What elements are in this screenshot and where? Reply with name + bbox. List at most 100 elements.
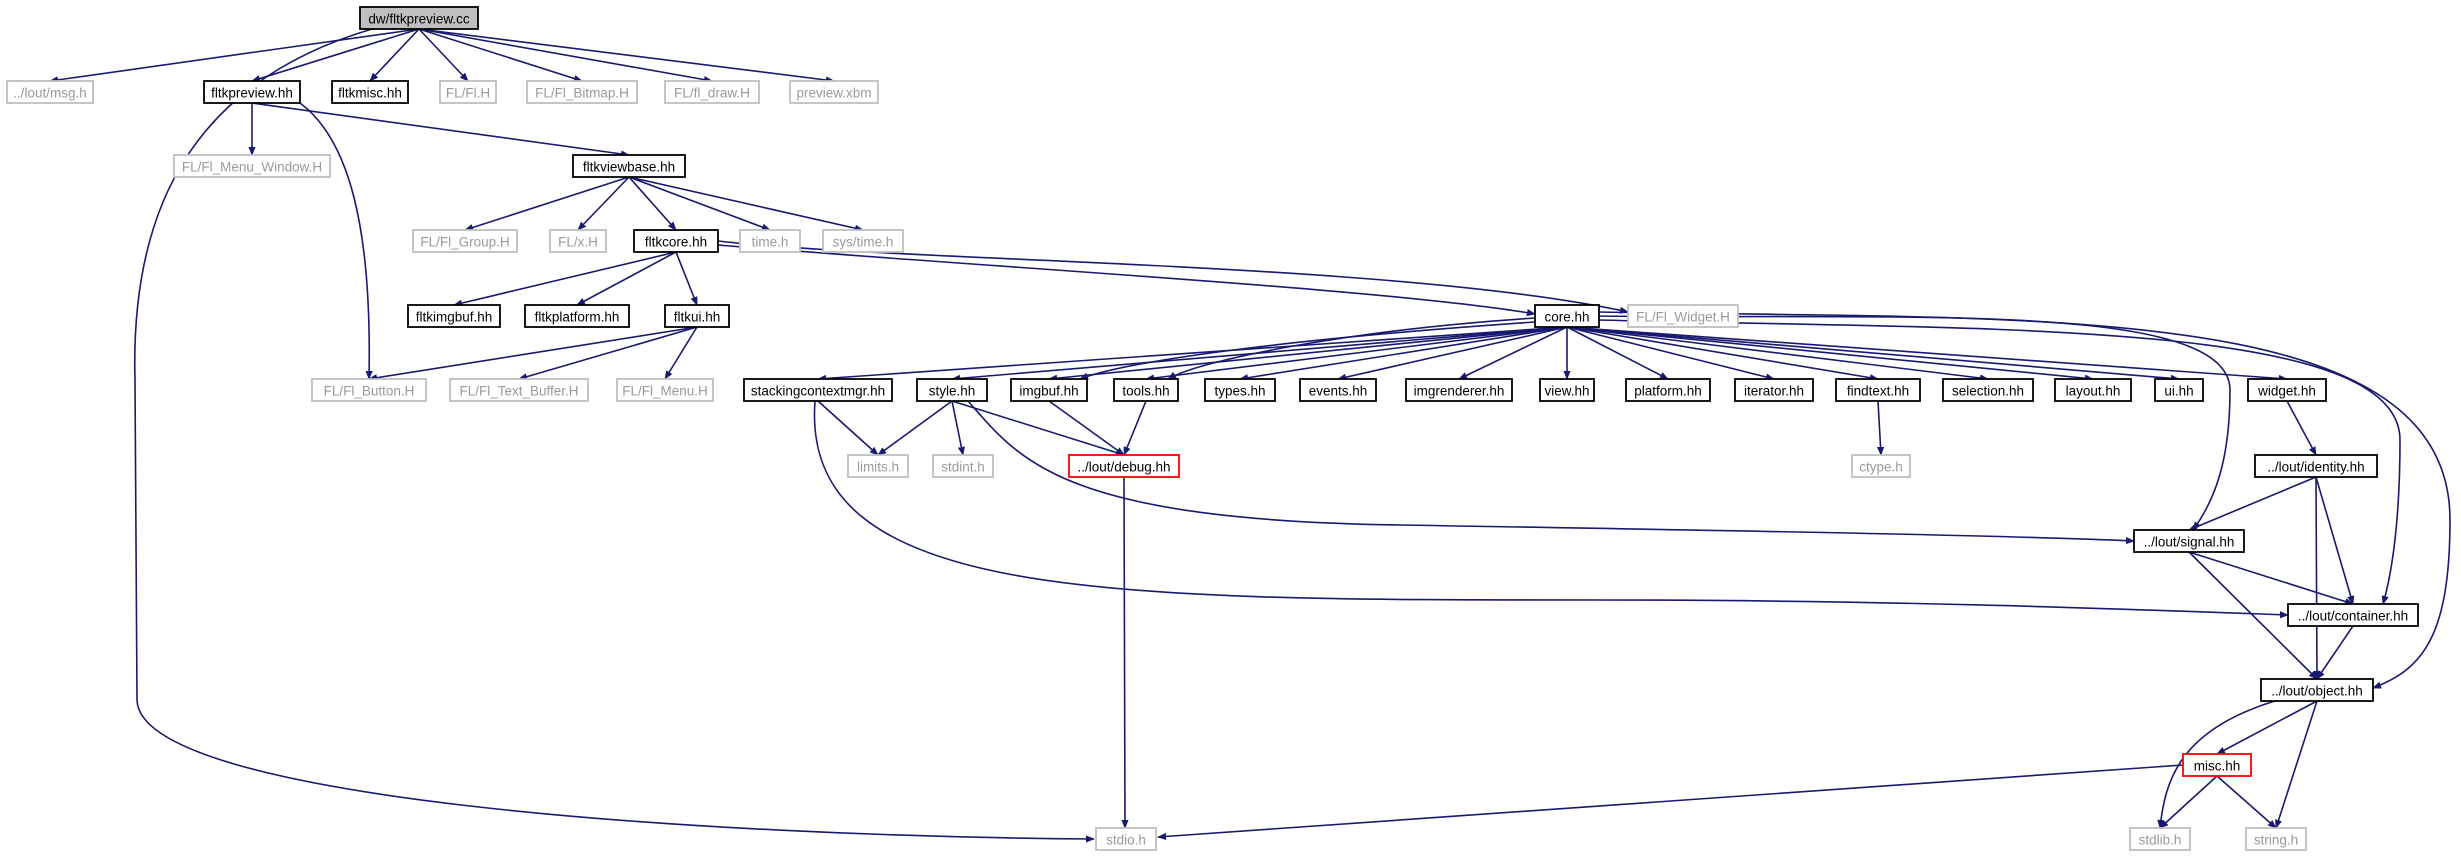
node-fl-widget: FL/Fl_Widget.H (1627, 304, 1739, 328)
node-container[interactable]: ../lout/container.hh (2287, 603, 2419, 627)
node-label: selection.hh (1952, 384, 2024, 399)
node-box (311, 378, 427, 402)
node-box (1299, 378, 1377, 402)
node-signal[interactable]: ../lout/signal.hh (2133, 529, 2245, 553)
node-stdint: stdint.h (932, 454, 994, 478)
edge-core-to-tools (1145, 326, 1568, 382)
edge-object-to-string_h (2275, 700, 2318, 829)
node-box (1851, 454, 1911, 478)
node-box (203, 80, 301, 104)
node-fltkui[interactable]: fltkui.hh (664, 304, 730, 328)
edge-style-to-signal (967, 400, 2135, 545)
edge-signal-to-container (2188, 551, 2354, 605)
node-label: FL/fl_draw.H (674, 86, 750, 101)
edge-misc-to-stdlib (2159, 775, 2218, 829)
node-iterator[interactable]: iterator.hh (1734, 378, 1814, 402)
node-fltkpreview-hh[interactable]: fltkpreview.hh (203, 80, 301, 104)
node-fltkmisc[interactable]: fltkmisc.hh (331, 80, 409, 104)
edge-core-to-imgrenderer (1458, 326, 1568, 380)
node-label: fltkplatform.hh (535, 310, 620, 325)
node-box (524, 304, 630, 328)
node-fl-h: FL/Fl.H (439, 80, 497, 104)
node-time-h: time.h (739, 229, 801, 253)
node-types[interactable]: types.hh (1204, 378, 1276, 402)
node-selection[interactable]: selection.hh (1942, 378, 2034, 402)
node-label: FL/Fl_Button.H (324, 384, 415, 399)
node-label: imgbuf.hh (1019, 384, 1078, 399)
node-box (2129, 827, 2191, 851)
node-label: stdio.h (1106, 833, 1146, 848)
edge-identity-to-object (2313, 476, 2321, 680)
node-object[interactable]: ../lout/object.hh (2260, 678, 2374, 702)
edge-fltkcore-to-core (717, 244, 1536, 317)
node-label: fltkui.hh (674, 310, 721, 325)
node-root[interactable]: dw/fltkpreview.cc (359, 6, 479, 30)
node-platform[interactable]: platform.hh (1625, 378, 1711, 402)
edge-fltkcore-to-fltkimgbuf (453, 251, 677, 307)
node-box (1068, 454, 1180, 478)
node-box (2133, 529, 2245, 553)
node-box (1113, 378, 1179, 402)
node-msg: ../lout/msg.h (6, 80, 94, 104)
node-fltkcore[interactable]: fltkcore.hh (633, 229, 719, 253)
node-box (932, 454, 994, 478)
node-label: types.hh (1214, 384, 1265, 399)
node-fl-group: FL/Fl_Group.H (412, 229, 518, 253)
edge-root-to-msg (49, 28, 420, 84)
node-label: stdlib.h (2139, 833, 2182, 848)
edge-fltkviewbase-to-time_h (628, 176, 771, 231)
node-label: limits.h (857, 460, 899, 475)
node-box (359, 6, 479, 30)
node-style[interactable]: style.hh (916, 378, 988, 402)
node-tools[interactable]: tools.hh (1113, 378, 1179, 402)
node-box (2154, 378, 2204, 402)
edge-findtext-to-ctype (1876, 400, 1885, 456)
node-box (2054, 378, 2132, 402)
edge-object-to-misc (2216, 700, 2318, 755)
node-ui[interactable]: ui.hh (2154, 378, 2204, 402)
node-box (6, 80, 94, 104)
node-label: iterator.hh (1744, 384, 1804, 399)
edge-core-to-imgbuf (1048, 326, 1568, 382)
node-label: FL/Fl_Bitmap.H (535, 86, 629, 101)
node-box (664, 304, 730, 328)
node-fltkimgbuf[interactable]: fltkimgbuf.hh (407, 304, 501, 328)
edge-core-to-findtext (1566, 326, 1879, 382)
node-fl-menu-window: FL/Fl_Menu_Window.H (173, 154, 331, 178)
node-box (633, 229, 719, 253)
node-label: fltkcore.hh (645, 235, 707, 250)
node-stackingcontextmgr[interactable]: stackingcontextmgr.hh (743, 378, 893, 402)
node-imgrenderer[interactable]: imgrenderer.hh (1405, 378, 1513, 402)
node-box (2247, 378, 2327, 402)
node-view[interactable]: view.hh (1539, 378, 1595, 402)
edge-root-to-fltkmisc (369, 28, 420, 82)
node-label: tools.hh (1122, 384, 1169, 399)
node-box (572, 154, 686, 178)
node-box (2287, 603, 2419, 627)
node-box (2260, 678, 2374, 702)
edge-style-to-debug (951, 400, 1125, 457)
node-imgbuf[interactable]: imgbuf.hh (1010, 378, 1088, 402)
node-label: fltkviewbase.hh (583, 160, 675, 175)
edge-misc-to-string_h (2216, 775, 2277, 829)
node-findtext[interactable]: findtext.hh (1835, 378, 1921, 402)
node-identity[interactable]: ../lout/identity.hh (2254, 454, 2378, 478)
node-label: core.hh (1544, 310, 1589, 325)
node-fltkviewbase[interactable]: fltkviewbase.hh (572, 154, 686, 178)
node-layout[interactable]: layout.hh (2054, 378, 2132, 402)
edge-core-to-types (1239, 326, 1568, 382)
node-box (1627, 304, 1739, 328)
node-label: ui.hh (2164, 384, 2193, 399)
edge-fltkpreview_hh-to-fltkviewbase (251, 102, 630, 158)
node-label: sys/time.h (833, 235, 894, 250)
node-widget[interactable]: widget.hh (2247, 378, 2327, 402)
node-core[interactable]: core.hh (1534, 304, 1600, 328)
node-fltkplatform[interactable]: fltkplatform.hh (524, 304, 630, 328)
node-fl-bitmap: FL/Fl_Bitmap.H (526, 80, 638, 104)
node-box (789, 80, 879, 104)
node-string-h: string.h (2245, 827, 2307, 851)
node-label: ../lout/identity.hh (2267, 460, 2364, 475)
node-events[interactable]: events.hh (1299, 378, 1377, 402)
edge-style-to-stdint (951, 400, 965, 456)
node-box (331, 80, 409, 104)
